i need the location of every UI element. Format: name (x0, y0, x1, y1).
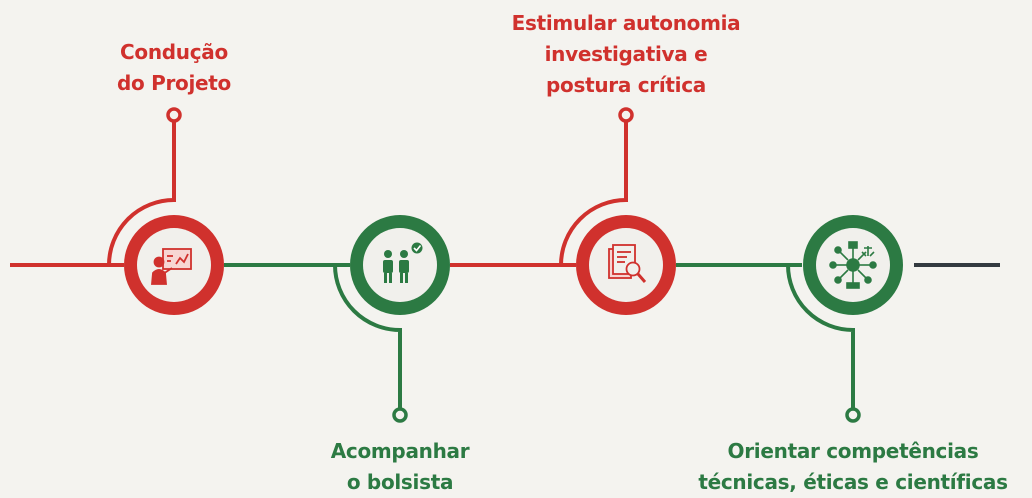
step-3-connector-dot (618, 107, 634, 123)
step-2-connector-dot (392, 407, 408, 423)
step-1-connector-dot (166, 107, 182, 123)
step-4-label-line-2: técnicas, éticas e científicas (698, 470, 1008, 494)
step-4-arc (786, 264, 855, 409)
step-4-label-line-1: Orientar competências (727, 439, 979, 463)
step-1-arc (107, 121, 176, 266)
step-2-label-line-1: Acompanhar (330, 439, 470, 463)
team-checkmark-icon (383, 242, 423, 283)
step-3-arc (559, 121, 628, 266)
step-4-label: Orientar competências técnicas, éticas e… (698, 436, 1008, 498)
step-2-label-line-2: o bolsista (346, 470, 454, 494)
step-1-label-line-2: do Projeto (116, 71, 232, 95)
step-4-connector-dot (845, 407, 861, 423)
step-3-label-line-3: postura crítica (546, 73, 706, 97)
step-3-label: Estimular autonomia investigativa e post… (512, 8, 741, 101)
step-1-label: Condução do Projeto (117, 37, 231, 99)
step-2-label: Acompanhar o bolsista (331, 436, 470, 498)
presentation-board-icon (151, 248, 192, 285)
step-3-label-line-2: investigativa e (544, 42, 708, 66)
document-magnifier-icon (608, 244, 647, 283)
step-1-label-line-1: Condução (120, 40, 228, 64)
ethics-science-network-icon (829, 241, 877, 289)
step-2-arc (333, 264, 402, 409)
step-3-label-line-1: Estimular autonomia (511, 11, 741, 35)
